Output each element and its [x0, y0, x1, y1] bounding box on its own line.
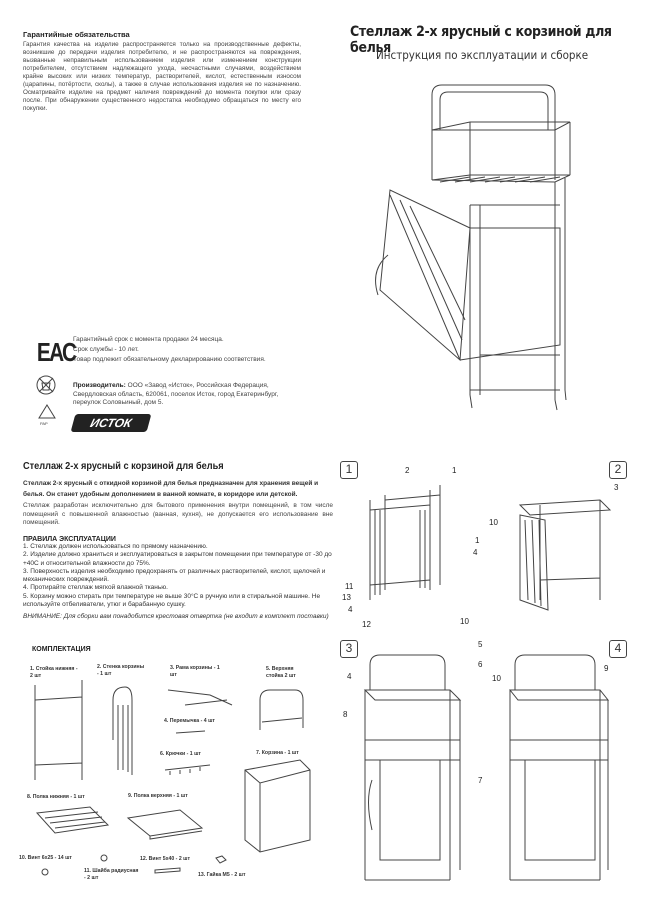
part-label: 13. Гайка М5 - 2 шт — [198, 872, 246, 878]
part-label: 10. Винт 6х25 - 14 шт — [19, 855, 72, 861]
part-label: 2. Стенка корзины - 1 шт — [97, 664, 145, 677]
part-label: 1. Стойка нижняя - 2 шт — [30, 666, 78, 679]
no-dishwasher-icon — [36, 375, 56, 395]
step-number: 3 — [340, 640, 358, 658]
part-label: 4. Перемычка - 4 шт — [164, 718, 215, 724]
part-label: 8. Полка нижняя - 1 шт — [27, 794, 85, 800]
part-label: 3. Рама корзины - 1 шт — [170, 665, 220, 678]
callout: 5 — [478, 640, 483, 649]
eac-logo: ЕАС — [36, 337, 77, 367]
document-title: Стеллаж 2-х ярусный с корзиной для белья — [350, 24, 612, 56]
manufacturer-info: Производитель: ООО «Завод «Исток», Росси… — [73, 382, 303, 408]
pap-label: PAP — [40, 421, 48, 426]
callout: 4 — [473, 548, 478, 557]
certification-info: Гарантийный срок с момента продажи 24 ме… — [73, 335, 266, 365]
step-number: 2 — [609, 461, 627, 479]
warranty-period: Гарантийный срок с момента продажи 24 ме… — [73, 336, 224, 343]
part-label: 9. Полка верхняя - 1 шт — [128, 793, 188, 799]
callout: 6 — [478, 660, 483, 669]
part-label: 6. Крючки - 1 шт — [160, 751, 201, 757]
rule-item: 5. Корзину можно стирать при температуре… — [23, 592, 321, 609]
warranty-text: Гарантия качества на изделие распростран… — [23, 41, 301, 112]
callout: 1 — [452, 466, 457, 475]
callout: 13 — [342, 593, 351, 602]
step-number: 4 — [609, 640, 627, 658]
part-label: 7. Корзина - 1 шт — [256, 750, 299, 756]
warranty-heading: Гарантийные обязательства — [23, 30, 130, 39]
service-life: Срок службы - 10 лет. — [73, 346, 139, 353]
callout: 2 — [405, 466, 410, 475]
rule-item: 3. Поверхность изделия необходимо предох… — [23, 567, 326, 584]
part-label: 5. Верхняя стойка 2 шт — [266, 666, 296, 679]
rules-heading: ПРАВИЛА ЭКСПЛУАТАЦИИ — [23, 536, 116, 543]
recycle-icon — [38, 404, 56, 419]
callout: 8 — [343, 710, 348, 719]
kit-heading: КОМПЛЕКТАЦИЯ — [32, 646, 91, 653]
rule-item: 4. Протирайте стеллаж мягкой влажной тка… — [23, 584, 168, 592]
callout: 10 — [460, 617, 469, 626]
product-title: Стеллаж 2-х ярусный с корзиной для белья — [23, 461, 224, 472]
callout: 12 — [362, 620, 371, 629]
document-subtitle: Инструкция по эксплуатации и сборке — [376, 48, 589, 62]
callout: 10 — [492, 674, 501, 683]
assembly-warning: ВНИМАНИЕ: Для сборки вам понадобится кре… — [23, 613, 329, 621]
manufacturer-text: ООО «Завод «Исток», Российская Федерация… — [73, 382, 279, 406]
product-description: Стеллаж 2-х ярусный с откидной корзиной … — [23, 480, 319, 498]
callout: 10 — [489, 518, 498, 527]
callout: 3 — [614, 483, 619, 492]
product-usage: Стеллаж разработан исключительно для быт… — [23, 502, 333, 526]
declaration-note: Товар подлежит обязательному декларирова… — [73, 356, 266, 363]
rules-section: ПРАВИЛА ЭКСПЛУАТАЦИИ 1. Стеллаж должен и… — [23, 536, 333, 622]
callout: 1 — [475, 536, 480, 545]
part-label: 11. Шайба радиусная - 2 шт — [84, 868, 139, 881]
part-label: 12. Винт 5х40 - 2 шт — [140, 856, 191, 862]
rule-item: 1. Стеллаж должен использоваться по прям… — [23, 543, 208, 550]
callout: 7 — [478, 776, 483, 785]
callout: 4 — [348, 605, 353, 614]
manufacturer-label: Производитель: — [73, 382, 126, 389]
callout: 4 — [347, 672, 352, 681]
callout: 11 — [345, 582, 354, 591]
callout: 9 — [604, 664, 609, 673]
warranty-section: Гарантийные обязательства Гарантия качес… — [23, 30, 301, 113]
step-number: 1 — [340, 461, 358, 479]
rule-item: 2. Изделие должно храниться и эксплуатир… — [23, 551, 332, 567]
